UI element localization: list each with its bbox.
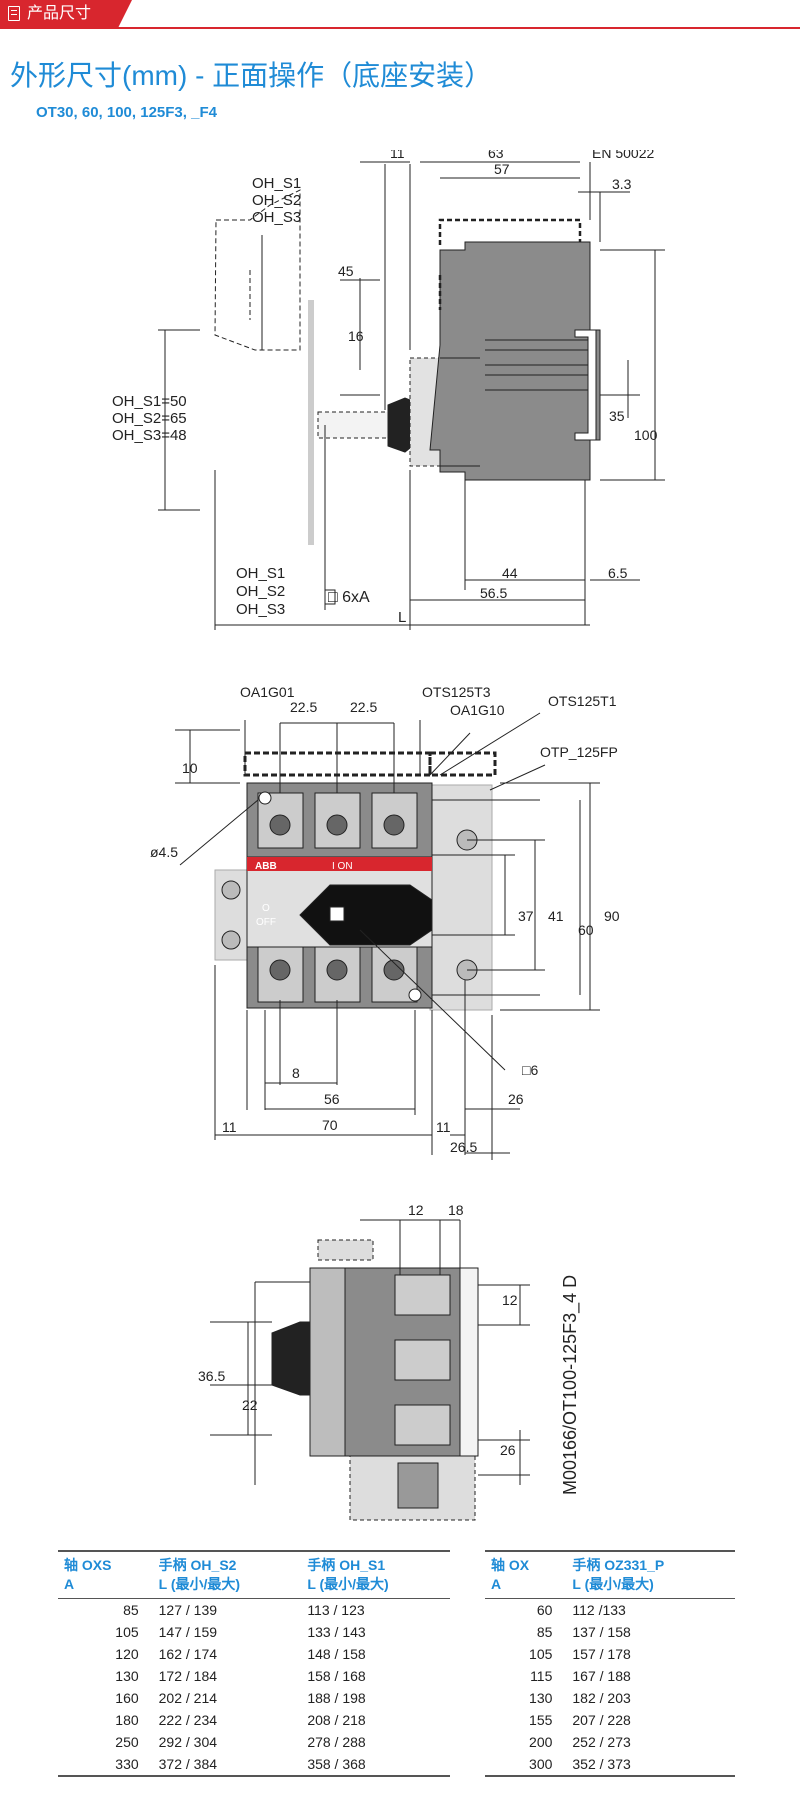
- dim-60: 60: [578, 922, 594, 938]
- drawing-code-text: M00166/OT100-125F3_4 D: [560, 1274, 580, 1495]
- dim-10: 10: [182, 760, 198, 776]
- dim-26-5: 26.5: [450, 1139, 477, 1155]
- otp125fp-label: OTP_125FP: [540, 744, 618, 760]
- dim-45: 45: [338, 263, 354, 279]
- ots125t3-label: OTS125T3: [422, 684, 491, 700]
- dim-8: 8: [292, 1065, 300, 1081]
- off-label: OFF: [256, 917, 276, 928]
- dia-4-5-label: ø4.5: [150, 844, 178, 860]
- front-view-drawing: OA1G01 OTS125T3 OTS125T1 OA1G10 OTP_125F…: [150, 684, 620, 1160]
- page-subtitle: OT30, 60, 100, 125F3, _F4: [36, 104, 217, 121]
- dim-12-top: 12: [408, 1202, 424, 1218]
- dim-37: 37: [518, 908, 534, 924]
- handle-model-3: OH_S3: [252, 209, 301, 226]
- section-tag-tail: [118, 0, 132, 28]
- dim-56: 56: [324, 1091, 340, 1107]
- dim-26-bottom: 26: [500, 1442, 516, 1458]
- dim-26: 26: [508, 1091, 524, 1107]
- bottom-model-1: OH_S1: [236, 565, 285, 582]
- header-rule: [0, 27, 800, 29]
- off-o-label: O: [262, 903, 270, 914]
- on-label: I ON: [332, 861, 353, 872]
- dim-16: 16: [348, 328, 364, 344]
- document-icon: [8, 6, 20, 21]
- dim-3-3: 3.3: [612, 176, 632, 192]
- dim-90: 90: [604, 908, 620, 924]
- dim-70: 70: [322, 1117, 338, 1133]
- dim-56-5: 56.5: [480, 585, 507, 601]
- page-title: 外形尺寸(mm) - 正面操作（底座安装）: [10, 60, 493, 91]
- en-50022-label: EN 50022: [592, 150, 654, 161]
- top-view-drawing: 12 18 12 36.5 22 26: [198, 1202, 530, 1521]
- handle-model-1: OH_S1: [252, 175, 301, 192]
- dim-22-5-right: 22.5: [350, 699, 377, 715]
- square-6-label: □6: [522, 1062, 538, 1078]
- ots125t1-label: OTS125T1: [548, 693, 617, 709]
- dim-11-left: 11: [222, 1119, 237, 1135]
- dim-6-5: 6.5: [608, 565, 628, 581]
- shaft-length-1: OH_S1=50: [112, 393, 187, 410]
- dim-63: 63: [488, 150, 504, 161]
- handle-model-2: OH_S2: [252, 192, 301, 209]
- dim-44: 44: [502, 565, 518, 581]
- oa1g01-label: OA1G01: [240, 684, 295, 700]
- bottom-model-2: OH_S2: [236, 583, 285, 600]
- dim-22-5-left: 22.5: [290, 699, 317, 715]
- bottom-model-3: OH_S3: [236, 601, 285, 618]
- dim-6xa: □ 6xA: [328, 589, 370, 606]
- shaft-length-2: OH_S2=65: [112, 410, 187, 427]
- shaft-length-3: OH_S3=48: [112, 427, 187, 444]
- oa1g10-label: OA1G10: [450, 702, 505, 718]
- dim-11-right: 11: [436, 1119, 451, 1135]
- dim-35: 35: [609, 408, 625, 424]
- dim-18: 18: [448, 1202, 464, 1218]
- dim-11: 11: [390, 150, 405, 161]
- drawing-code: M00166/OT100-125F3_4 D: [560, 1070, 580, 1495]
- dim-l: L: [398, 609, 406, 626]
- dim-41: 41: [548, 908, 564, 924]
- side-view-drawing: OH_S1 OH_S2 OH_S3 11 63 EN 50022 57 3.3 …: [112, 150, 665, 630]
- dim-57: 57: [494, 161, 510, 177]
- dim-36-5: 36.5: [198, 1368, 225, 1384]
- abb-logo: ABB: [255, 861, 277, 872]
- section-tag-label: 产品尺寸: [27, 5, 92, 22]
- dim-22: 22: [242, 1397, 258, 1413]
- dim-100: 100: [634, 427, 658, 443]
- section-tag: 产品尺寸: [0, 0, 118, 28]
- dim-12-side: 12: [502, 1292, 518, 1308]
